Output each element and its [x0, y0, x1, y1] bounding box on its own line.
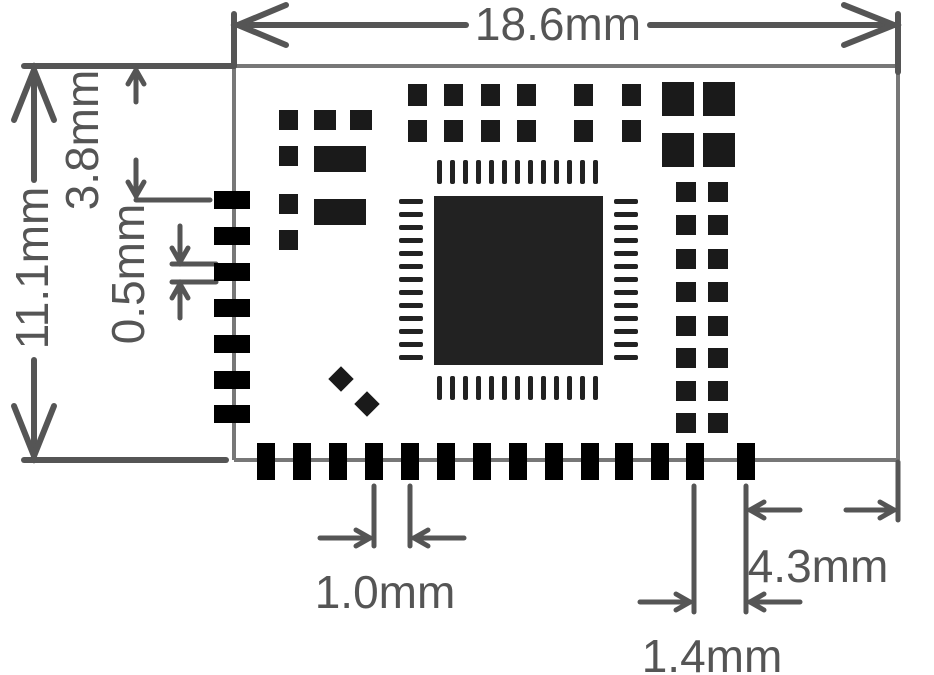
passive-components-right: [676, 182, 728, 433]
last-pad-dimension: [637, 483, 803, 615]
left-pads: [214, 191, 250, 423]
right-offset-dimension: [744, 459, 901, 523]
pad-width-dimension: [169, 223, 219, 321]
height-label: 11.1mm: [6, 187, 58, 350]
right-offset-label: 4.3mm: [748, 540, 889, 592]
pad-width-label: 0.5mm: [102, 204, 154, 345]
width-dimension: [230, 2, 903, 75]
last-pad-label: 1.4mm: [642, 630, 783, 675]
pitch-dimension: [317, 483, 467, 549]
passive-components-left: [279, 110, 372, 250]
chip-top-pins: [437, 160, 598, 184]
qfn-chip: [399, 160, 638, 400]
width-label: 18.6mm: [475, 0, 641, 50]
chip-right-pins: [614, 199, 638, 360]
bottom-pads: [257, 443, 755, 480]
height-dimension: [11, 61, 237, 465]
edge-offset-dimension: [125, 64, 213, 203]
crystal-component: [328, 366, 380, 417]
chip-left-pins: [399, 199, 423, 360]
edge-offset-label: 3.8mm: [56, 70, 108, 211]
chip-bottom-pins: [437, 376, 598, 400]
pitch-label: 1.0mm: [315, 566, 456, 618]
passive-components-top: [408, 82, 735, 167]
